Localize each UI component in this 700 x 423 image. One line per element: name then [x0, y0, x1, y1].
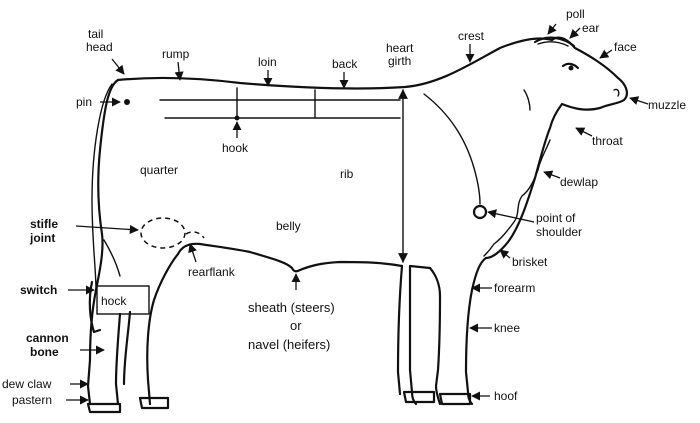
label-sheath-1: sheath (steers) [248, 300, 335, 315]
label-brisket: brisket [512, 255, 548, 269]
label-cannon-bone-2: bone [30, 345, 59, 359]
label-rib: rib [340, 167, 354, 181]
label-tail-head-2: head [86, 40, 113, 54]
label-ear: ear [582, 21, 599, 35]
label-sheath-3: navel (heifers) [248, 337, 330, 352]
label-stifle-joint-1: stifle [30, 217, 58, 231]
rearflank-marker [185, 231, 205, 239]
label-back: back [332, 57, 358, 71]
label-rearflank: rearflank [188, 265, 236, 279]
label-sheath-2: or [290, 318, 302, 333]
label-hook: hook [222, 141, 249, 155]
label-forearm: forearm [494, 281, 535, 295]
stifle-joint-marker [140, 217, 186, 249]
hook-lines [159, 87, 401, 121]
label-dewlap: dewlap [560, 175, 598, 189]
label-knee: knee [494, 321, 520, 335]
label-dew-claw: dew claw [2, 377, 52, 391]
label-cannon-bone-1: cannon [26, 331, 69, 345]
label-muzzle: muzzle [648, 98, 686, 112]
label-quarter: quarter [140, 163, 178, 177]
label-point-of-shoulder-2: shoulder [536, 225, 582, 239]
label-crest: crest [458, 29, 485, 43]
label-hock: hock [101, 294, 127, 308]
label-throat: throat [592, 134, 623, 148]
label-stifle-joint-2: joint [29, 231, 55, 245]
label-pastern: pastern [12, 393, 52, 407]
point-of-shoulder-marker [472, 204, 488, 220]
label-tail-head-1: tail [88, 27, 103, 41]
cow-outline [86, 36, 628, 414]
label-belly: belly [276, 219, 301, 233]
label-heart-girth-1: heart [386, 41, 414, 55]
label-point-of-shoulder-1: point of [536, 211, 576, 225]
label-hoof: hoof [494, 389, 518, 403]
label-poll: poll [566, 7, 585, 21]
label-switch: switch [20, 283, 57, 297]
label-rump: rump [162, 47, 190, 61]
pin-marker [124, 99, 130, 105]
label-pin: pin [76, 95, 92, 109]
label-heart-girth-2: girth [388, 54, 411, 68]
pointer-arrows [66, 23, 649, 405]
label-face: face [614, 40, 637, 54]
label-loin: loin [258, 55, 277, 69]
